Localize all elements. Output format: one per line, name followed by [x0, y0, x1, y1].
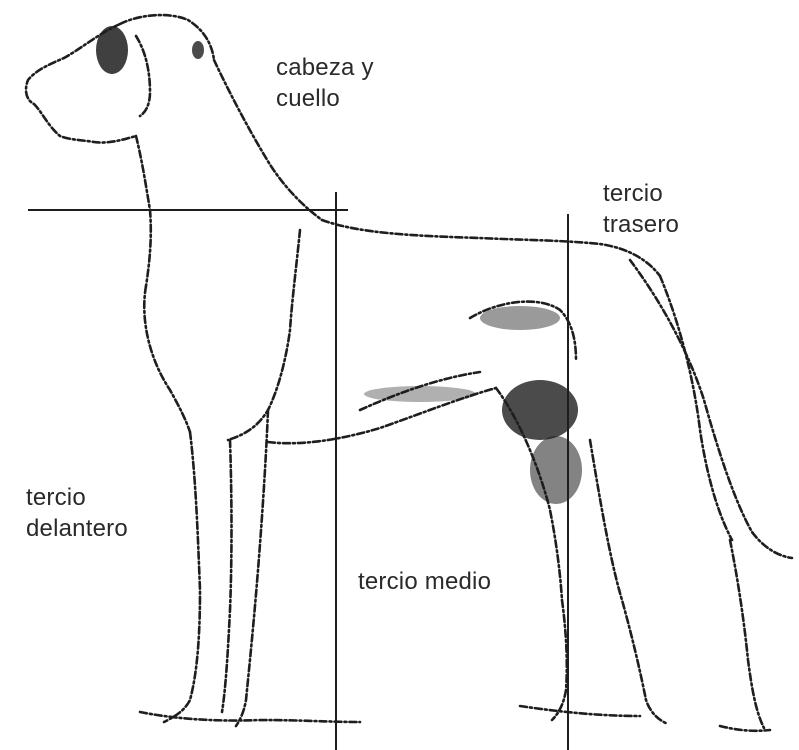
shade-thigh-lower [530, 436, 582, 504]
dog-tail-outer [630, 260, 792, 558]
dog-hock [730, 540, 764, 728]
label-forequarter-line2: delantero [26, 513, 128, 544]
dog-shoulder [228, 230, 300, 440]
label-forequarter-line1: tercio [26, 482, 128, 513]
label-hindquarter-line2: trasero [603, 209, 679, 240]
label-head-neck: cabeza y cuello [276, 52, 374, 114]
dog-tail-inner [660, 276, 732, 540]
label-hindquarter-line1: tercio [603, 178, 679, 209]
shade-ear [96, 26, 128, 74]
label-head-neck-line2: cuello [276, 83, 374, 114]
shade-thigh [502, 380, 578, 440]
label-midsection: tercio medio [358, 566, 491, 597]
label-head-neck-line1: cabeza y [276, 52, 374, 83]
dog-ear-outline [136, 36, 150, 116]
dog-front-leg-front [164, 432, 200, 722]
shade-flank-top [480, 306, 560, 330]
shade-belly-line [364, 386, 476, 402]
dog-front-leg-rear-outline [222, 440, 232, 712]
shade-eye [192, 41, 204, 59]
label-hindquarter: tercio trasero [603, 178, 679, 240]
dog-chest [144, 286, 190, 432]
dog-hind-leg-back [590, 440, 668, 724]
label-forequarter: tercio delantero [26, 482, 128, 544]
dog-hind-paws [520, 706, 640, 716]
dog-hind-leg-front [552, 600, 567, 720]
label-midsection-line1: tercio medio [358, 566, 491, 597]
division-lines [28, 192, 568, 750]
dog-illustration [26, 15, 792, 731]
dog-front-leg-back [236, 410, 268, 726]
dog-front-paws [140, 712, 360, 722]
